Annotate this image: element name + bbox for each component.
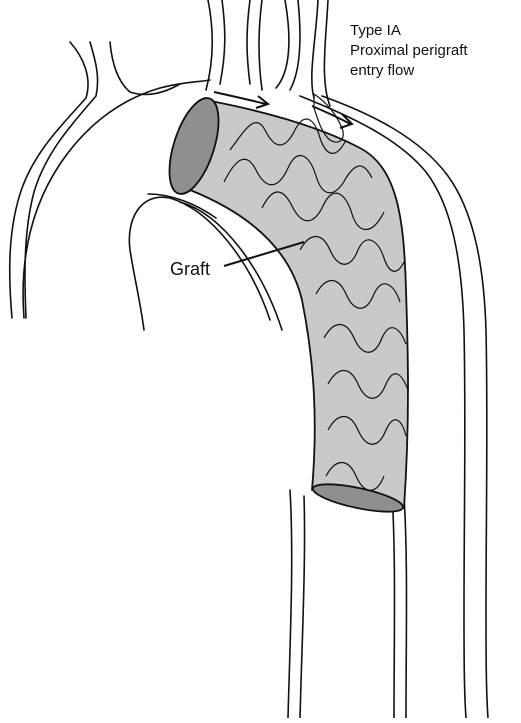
brachiocephalic-artery xyxy=(8,41,89,319)
perigraft-flow-arrows xyxy=(213,91,354,129)
graft-proximal-end xyxy=(168,97,220,195)
leak-description-line2: entry flow xyxy=(350,62,415,79)
graft-label: Graft xyxy=(170,259,211,279)
endoleak-type-label: Type IA Proximal perigraft entry flow xyxy=(350,21,468,81)
leak-pocket xyxy=(313,92,344,143)
arch-inner-curvature xyxy=(128,196,271,331)
graft-pointer-line xyxy=(223,241,305,267)
leak-type-text: Type IA xyxy=(350,22,401,39)
brachiocephalic-artery-inner xyxy=(109,41,181,96)
flow-arrow-2 xyxy=(311,105,351,125)
flow-arrow-1 xyxy=(213,91,267,105)
stent-graft-body xyxy=(189,99,409,509)
left-carotid-artery xyxy=(205,0,214,91)
arch-outer-wall xyxy=(22,79,211,319)
inner-aortic-wall xyxy=(287,489,293,719)
leak-description-line1: Proximal perigraft xyxy=(350,42,468,59)
descending-aorta-right-wall xyxy=(321,95,489,719)
left-subclavian-artery xyxy=(275,0,290,89)
graft-distal-end xyxy=(312,483,404,513)
stent-wire-rings xyxy=(223,118,409,491)
descending-aorta-left-wall xyxy=(299,95,467,719)
